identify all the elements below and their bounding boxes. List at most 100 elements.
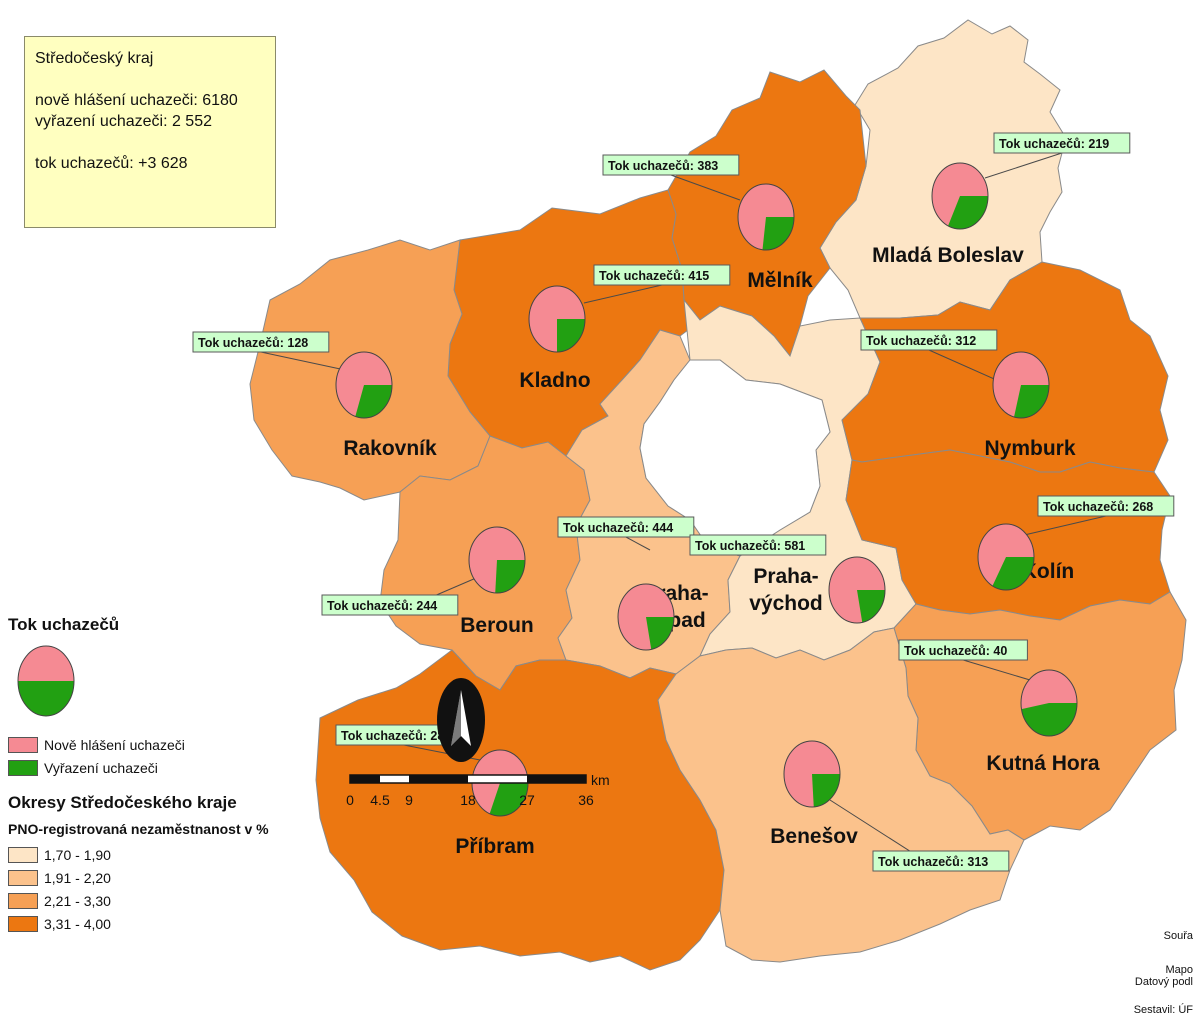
info-applicant-flow: tok uchazečů: +3 628 [35, 155, 188, 173]
district-benesov[interactable] [657, 627, 1025, 963]
scale-tick-label: 0 [346, 792, 354, 808]
legend-class-label: 1,70 - 1,90 [44, 846, 111, 863]
flow-label-text: Tok uchazečů: 581 [695, 539, 805, 553]
district-pie [1020, 669, 1078, 737]
leader-line [260, 351, 346, 371]
map-credits: Souřa Mapo Datový podl Sestavil: ÚF [1134, 930, 1193, 1016]
district-pie [828, 556, 886, 624]
district-name: Mělník [747, 269, 813, 292]
scale-unit: km [591, 772, 610, 788]
district-name: Kladno [519, 369, 590, 392]
district-name: Nymburk [984, 437, 1075, 460]
flow-label-text: Tok uchazečů: 244 [327, 599, 437, 613]
legend-removed-row: Vyřazení uchazeči [8, 756, 338, 779]
flow-label-text: Tok uchazečů: 268 [1043, 500, 1153, 514]
flow-label-box [1037, 495, 1175, 517]
flow-label-box [860, 329, 998, 351]
credit-line: Souřa [1163, 930, 1193, 942]
flow-label-text: Tok uchazečů: 40 [904, 644, 1007, 658]
scale-tick-label: 36 [578, 792, 594, 808]
pie-removed-slice [857, 590, 885, 623]
credit-line: Sestavil: ÚF [1133, 1004, 1193, 1016]
district-name: Kutná Hora [986, 752, 1099, 775]
legend-new-label: Nově hlášení uchazeči [44, 736, 185, 753]
map-legend: Tok uchazečů Nově hlášení uchazeči Vyřaz… [8, 615, 338, 935]
leader-line [963, 659, 1031, 681]
pie-charts [335, 162, 1078, 817]
district-pie [931, 162, 989, 230]
flow-label-box [993, 132, 1131, 154]
legend-new-swatch [8, 736, 38, 753]
info-removed-applicants: vyřazení uchazeči: 2 552 [35, 112, 212, 130]
leader-line [1019, 515, 1107, 537]
legend-class-label: 1,91 - 2,20 [44, 869, 111, 886]
flow-label: Tok uchazečů: 244 [321, 594, 459, 616]
pie-removed-slice [992, 557, 1034, 590]
pie-outline [335, 351, 393, 419]
pie-outline [617, 583, 675, 651]
scale-tick-label: 27 [519, 792, 535, 808]
legend-removed-swatch [8, 759, 38, 776]
flow-label-box [557, 516, 695, 538]
district-pie [977, 523, 1035, 591]
flow-label-text: Tok uchazečů: 415 [599, 269, 709, 283]
flow-label-box [898, 639, 1028, 661]
pie-removed-slice [1021, 703, 1077, 736]
region-info-box: Středočeský kraj nově hlášení uchazeči: … [24, 36, 276, 228]
flow-label: Tok uchazečů: 268 [1037, 495, 1175, 517]
pie-outline [828, 556, 886, 624]
scale-tick-label: 4.5 [370, 792, 390, 808]
pie-outline [931, 162, 989, 230]
scale-tick-label: 9 [405, 792, 413, 808]
pie-outline [992, 351, 1050, 419]
legend-pno-title: PNO-registrovaná nezaměstnanost v % [8, 821, 269, 837]
legend-pie-icon [17, 645, 75, 717]
flow-label: Tok uchazečů: 128 [192, 331, 330, 353]
pie-removed-slice [557, 319, 585, 352]
pie-outline [1020, 669, 1078, 737]
district-name: Mladá Boleslav [872, 244, 1024, 267]
leader-line [583, 284, 663, 304]
flow-label-text: Tok uchazečů: 281 [341, 729, 451, 743]
district-pie [335, 351, 393, 419]
district-name: Beroun [460, 614, 534, 637]
info-new-applicants: nově hlášení uchazeči: 6180 [35, 92, 238, 110]
pie-removed-slice [495, 560, 525, 593]
flow-label: Tok uchazečů: 383 [602, 154, 740, 176]
legend-new-row: Nově hlášení uchazeči [8, 733, 338, 756]
legend-class-swatch [8, 869, 38, 886]
flow-label-box [872, 850, 1010, 872]
legend-class-label: 2,21 - 3,30 [44, 892, 111, 909]
scale-bar-labels: 0 4.5 9 18 27 36 km [346, 772, 610, 808]
pie-removed-slice [1014, 385, 1049, 418]
district-name: Praha-východ [749, 565, 823, 615]
flow-label-text: Tok uchazečů: 444 [563, 521, 673, 535]
pie-outline [737, 183, 795, 251]
flow-label-box [321, 594, 459, 616]
district-name: Příbram [455, 835, 534, 858]
scale-bar [349, 774, 587, 784]
north-arrow-icon [437, 678, 485, 762]
flow-label-box [593, 264, 731, 286]
pie-removed-slice [812, 774, 840, 807]
legend-class-row: 3,31 - 4,00 [8, 912, 338, 935]
flow-label: Tok uchazečů: 415 [593, 264, 731, 286]
pie-removed-slice [762, 217, 794, 250]
flow-label: Tok uchazečů: 40 [898, 639, 1028, 661]
flow-label-text: Tok uchazečů: 312 [866, 334, 976, 348]
flow-label-box [192, 331, 330, 353]
credit-line: Datový podl [1134, 976, 1193, 988]
legend-removed-label: Vyřazení uchazeči [44, 759, 158, 776]
legend-class-row: 2,21 - 3,30 [8, 889, 338, 912]
leader-line [984, 152, 1063, 179]
pie-outline [977, 523, 1035, 591]
legend-class-swatch [8, 892, 38, 909]
district-name: Rakovník [343, 437, 437, 460]
scale-tick-label: 18 [460, 792, 476, 808]
info-region-title: Středočeský kraj [35, 50, 154, 67]
district-pie [783, 740, 841, 808]
legend-flow-title: Tok uchazečů [8, 615, 120, 634]
district-name: Kolín [1022, 560, 1075, 583]
